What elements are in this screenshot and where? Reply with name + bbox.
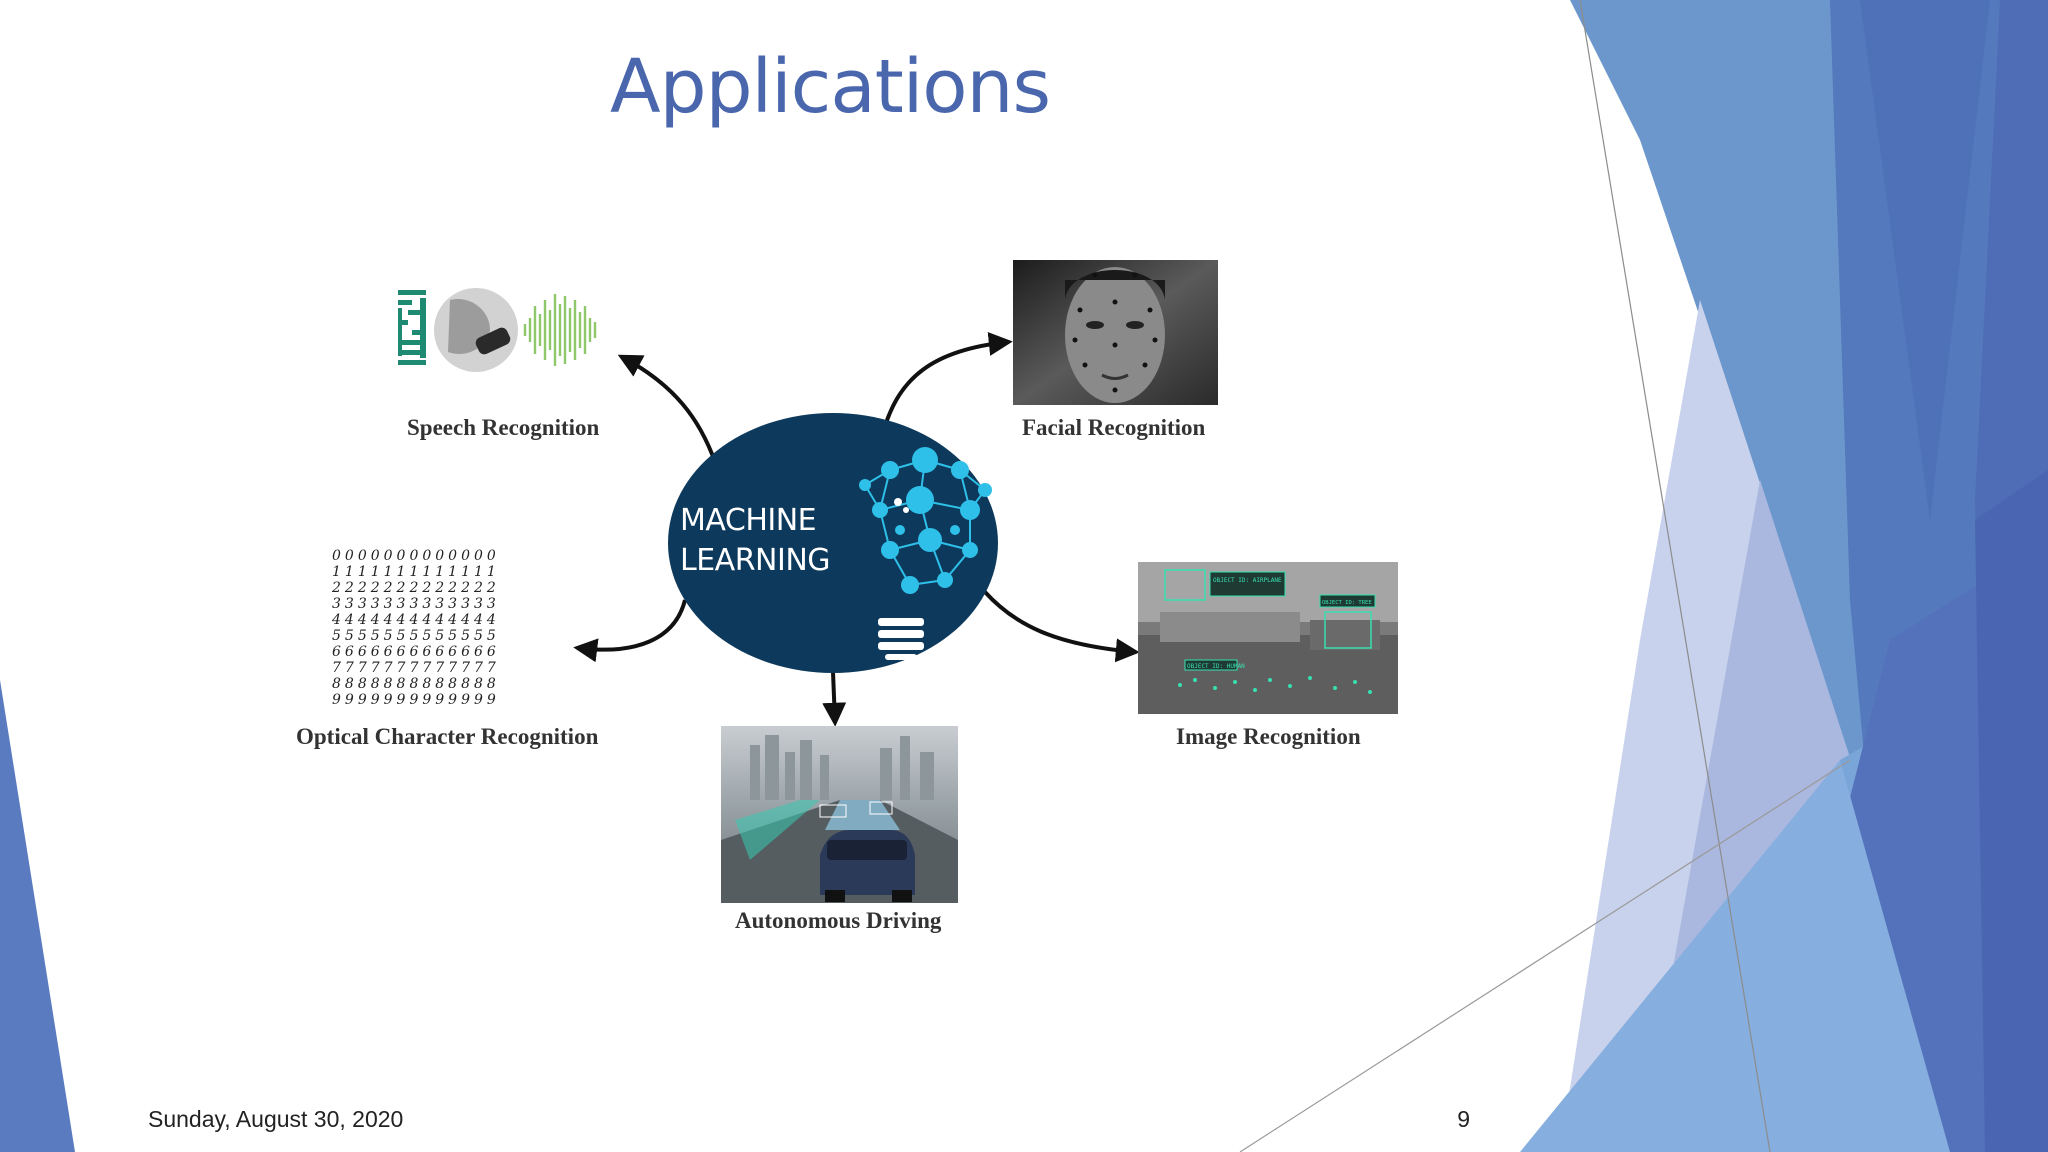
machine-learning-line1: MACHINE bbox=[680, 503, 817, 538]
svg-text:2222222222222: 2222222222222 bbox=[331, 580, 500, 596]
svg-text:1111111111111: 1111111111111 bbox=[332, 564, 500, 580]
svg-text:5555555555555: 5555555555555 bbox=[332, 628, 500, 644]
svg-text:8888888888888: 8888888888888 bbox=[332, 676, 500, 692]
arrow-to-ocr bbox=[573, 599, 687, 663]
arrow-to-speech bbox=[617, 354, 717, 463]
slide-number: 9 bbox=[1457, 1106, 1470, 1132]
slide-title: Applications bbox=[609, 44, 1051, 130]
machine-learning-line2: LEARNING bbox=[680, 543, 831, 578]
speech-recognition-image bbox=[398, 288, 597, 372]
image-recognition-image bbox=[1138, 562, 1398, 714]
svg-text:4444444444444: 4444444444444 bbox=[331, 612, 500, 628]
svg-text:0000000000000: 0000000000000 bbox=[332, 548, 500, 564]
arrow-to-driving bbox=[822, 671, 847, 727]
machine-learning-text: MACHINE LEARNING bbox=[680, 501, 831, 581]
image-tag-human: OBJECT ID: HUMAN bbox=[1187, 663, 1245, 670]
autonomous-driving-image bbox=[721, 726, 958, 903]
label-facial-recognition: Facial Recognition bbox=[1022, 415, 1206, 440]
svg-text:9999999999999: 9999999999999 bbox=[332, 692, 500, 708]
machine-learning-bulb bbox=[668, 413, 998, 673]
label-speech-recognition: Speech Recognition bbox=[407, 415, 600, 440]
svg-text:6666666666666: 6666666666666 bbox=[332, 644, 500, 660]
label-autonomous-driving: Autonomous Driving bbox=[735, 908, 942, 933]
image-tag-tree: OBJECT ID: TREE bbox=[1322, 600, 1372, 606]
arrow-to-image bbox=[983, 590, 1140, 663]
ocr-digits-image: 0000000000000 1111111111111 222222222222… bbox=[331, 548, 500, 708]
slide-date: Sunday, August 30, 2020 bbox=[148, 1106, 404, 1132]
arrow-to-facial bbox=[883, 332, 1013, 427]
label-image-recognition: Image Recognition bbox=[1176, 724, 1361, 749]
svg-text:7777777777777: 7777777777777 bbox=[332, 660, 500, 676]
svg-text:3333333333333: 3333333333333 bbox=[332, 596, 500, 612]
label-ocr: Optical Character Recognition bbox=[296, 724, 599, 749]
ml-applications-diagram: 0000000000000 1111111111111 222222222222… bbox=[331, 260, 1398, 903]
image-tag-airplane: OBJECT ID: AIRPLANE bbox=[1213, 577, 1282, 584]
facial-recognition-image bbox=[1013, 260, 1218, 405]
